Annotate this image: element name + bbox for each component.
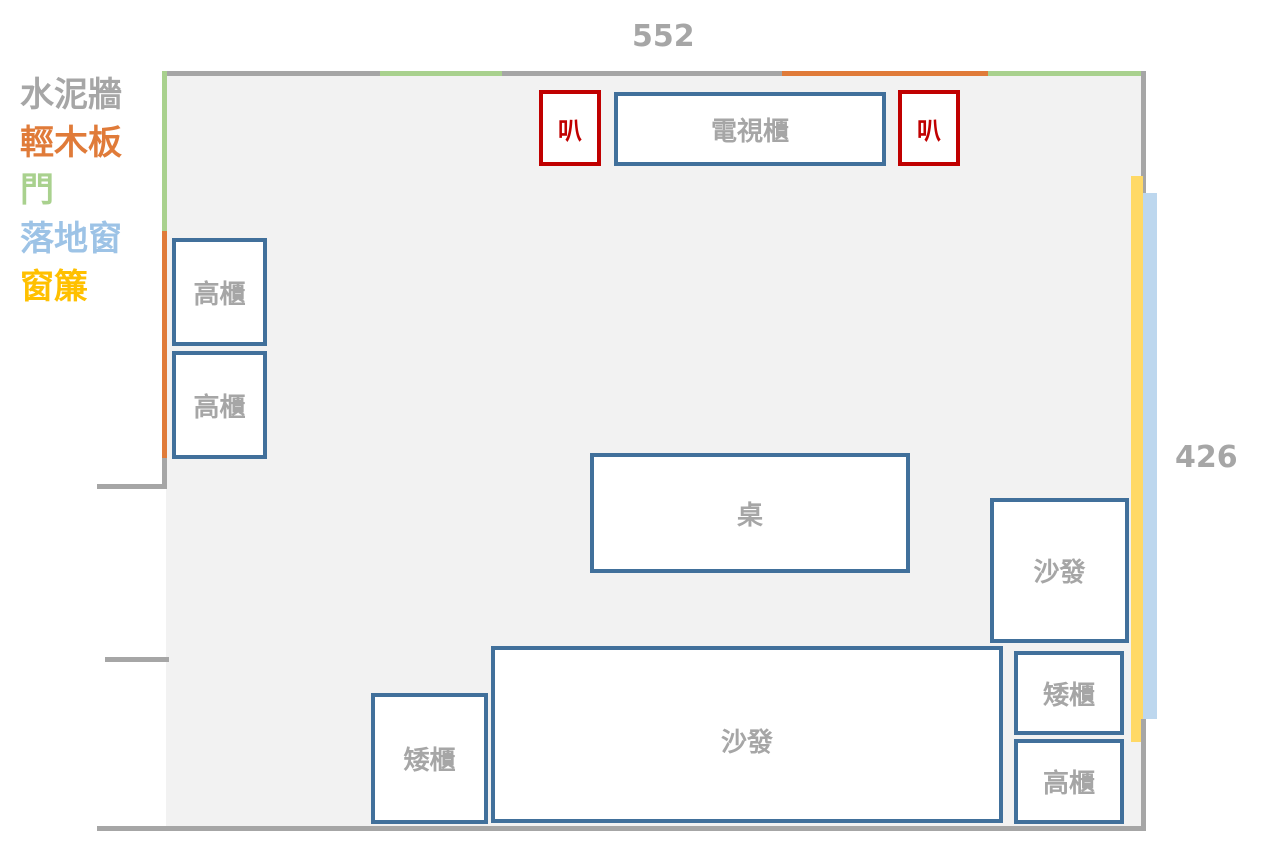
left-wall-concrete-stub [162, 458, 167, 488]
left-wall-lower-ledge [105, 657, 169, 662]
low-cabinet-right: 矮櫃 [1014, 651, 1124, 735]
sofa-main: 沙發 [491, 646, 1003, 823]
right-wall-concrete-bottom [1141, 719, 1146, 828]
width-dimension-label: 552 [632, 19, 695, 54]
top-door-1 [380, 71, 502, 76]
top-wall-wood-board [782, 71, 988, 76]
speaker-right-label: 叭 [917, 116, 941, 145]
bottom-wall-concrete [97, 826, 1146, 831]
legend-light-wood-board: 輕木板 [20, 123, 122, 163]
tall-cabinet-right-label: 高櫃 [1042, 769, 1095, 799]
top-door-2 [988, 71, 1144, 76]
tall-cabinet-2: 高櫃 [172, 351, 267, 459]
legend-door: 門 [20, 170, 54, 210]
tall-cabinet-2-label: 高櫃 [193, 392, 246, 423]
top-wall-concrete-2 [502, 71, 782, 76]
height-dimension-label: 426 [1175, 440, 1238, 475]
right-floor-window [1143, 193, 1157, 719]
tv-cabinet-label: 電視櫃 [710, 116, 789, 147]
tall-cabinet-1-label: 高櫃 [193, 279, 246, 310]
right-wall-concrete-top [1141, 71, 1146, 193]
legend-curtain: 窗簾 [20, 267, 88, 307]
left-wall-wood-board [162, 231, 167, 458]
low-cabinet-left-label: 矮櫃 [403, 746, 456, 776]
speaker-left: 叭 [539, 90, 601, 166]
tall-cabinet-1: 高櫃 [172, 238, 267, 346]
tv-cabinet: 電視櫃 [614, 92, 886, 166]
sofa-main-label: 沙發 [720, 728, 773, 758]
left-door [162, 71, 167, 231]
left-wall-ledge [97, 484, 167, 489]
tall-cabinet-right: 高櫃 [1014, 739, 1124, 824]
speaker-left-label: 叭 [558, 116, 582, 145]
sofa-right: 沙發 [990, 498, 1129, 643]
low-cabinet-right-label: 矮櫃 [1042, 680, 1095, 711]
legend-floor-window: 落地窗 [20, 219, 122, 259]
top-wall-concrete-1 [162, 71, 380, 76]
sofa-right-label: 沙發 [1033, 558, 1086, 588]
right-curtain [1131, 176, 1143, 742]
speaker-right: 叭 [898, 90, 960, 166]
legend-concrete-wall: 水泥牆 [20, 75, 122, 115]
low-cabinet-left: 矮櫃 [371, 693, 488, 824]
table: 桌 [590, 453, 910, 573]
table-label: 桌 [736, 500, 763, 531]
